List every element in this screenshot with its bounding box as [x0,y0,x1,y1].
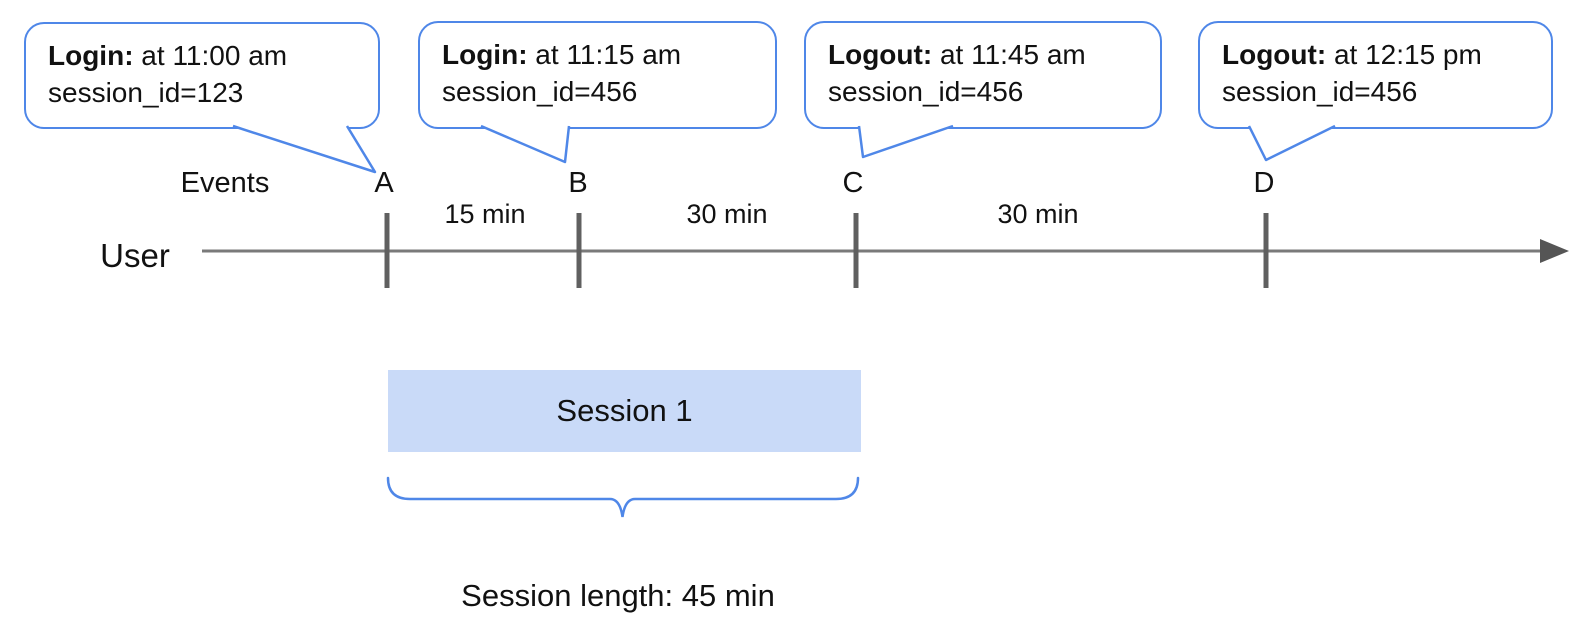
event-type-label: Login: [48,40,134,71]
callout-session-id: session_id=456 [1222,76,1418,107]
callout-session-id: session_id=456 [828,76,1024,107]
callout-a-tail [232,124,377,174]
callout-line-1: Login: at 11:00 am [48,37,364,74]
event-label-d: D [1253,167,1275,199]
callout-line-1: Login: at 11:15 am [442,36,761,73]
event-time: at 11:45 am [932,39,1086,70]
callout-session-id: session_id=456 [442,76,638,107]
session-box: Session 1 [388,370,861,452]
event-type-label: Logout: [828,39,933,70]
callout-login-b: Login: at 11:15 am session_id=456 [418,21,777,129]
user-label: User [100,237,170,274]
callout-line-1: Logout: at 12:15 pm [1222,36,1537,73]
event-time: at 11:00 am [133,40,288,71]
session-length-brace [386,476,860,518]
event-time: at 11:15 am [527,39,682,70]
callout-logout-c: Logout: at 11:45 am session_id=456 [804,21,1162,129]
event-label-b: B [568,167,588,199]
timeline-arrowhead-icon [1540,239,1569,263]
callout-c-tail [857,124,954,159]
event-label-a: A [374,167,394,199]
session-box-label: Session 1 [556,393,693,428]
callout-session-id: session_id=123 [48,77,244,108]
callout-login-a: Login: at 11:00 am session_id=123 [24,22,380,129]
event-type-label: Login: [442,39,528,70]
event-type-label: Logout: [1222,39,1327,70]
callout-b-tail [480,124,571,164]
event-label-c: C [842,167,864,199]
callout-line-1: Logout: at 11:45 am [828,36,1146,73]
session-length-label: Session length: 45 min [461,578,775,613]
events-axis-label: Events [180,167,270,199]
callout-d-tail [1247,124,1336,162]
callout-logout-d: Logout: at 12:15 pm session_id=456 [1198,21,1553,129]
interval-label-ab: 15 min [444,199,526,229]
interval-label-cd: 30 min [997,199,1079,229]
interval-label-bc: 30 min [686,199,768,229]
event-time: at 12:15 pm [1326,39,1482,70]
